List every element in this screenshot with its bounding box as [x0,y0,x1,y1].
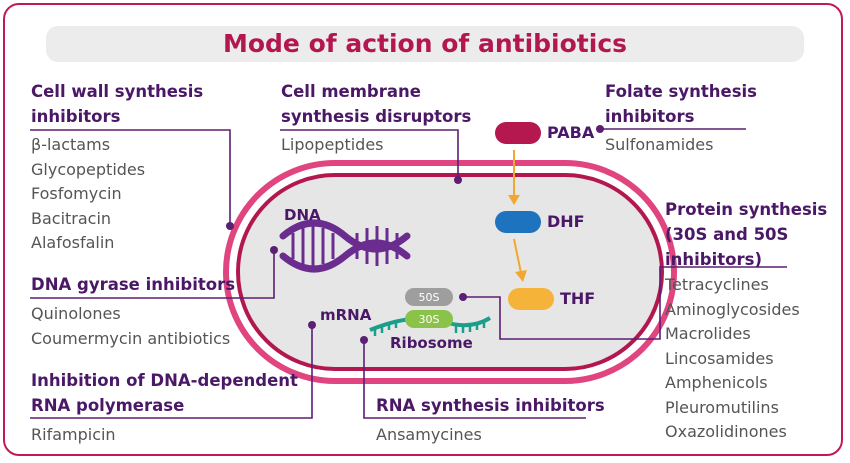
cell-membrane-list: Lipopeptides [281,133,384,158]
leader-protein [463,266,787,340]
rna-polymerase-heading: Inhibition of DNA-dependent RNA polymera… [31,368,298,418]
leader-dot-mrna [308,321,316,329]
dna-helix-icon [279,219,411,273]
heading-line: RNA polymerase [31,396,185,415]
ribosome-50s-label: 50S [419,291,440,304]
arrow-paba-to-dhf-icon [508,150,520,205]
list-item: Fosfomycin [31,184,122,203]
list-item: Pleuromutilins [665,397,779,417]
list-item: Tetracyclines [665,275,769,294]
heading-line: Cell membrane [281,82,421,101]
list-item: β-lactams [31,135,111,154]
dhf-label: DHF [547,212,585,231]
heading-line: Protein synthesis [665,200,828,219]
list-item: Amphenicols [665,373,768,392]
leader-dna-gyrase [30,250,275,299]
leader-dot-dna-gyrase [270,246,278,254]
dhf-molecule [495,211,541,233]
outer-frame [3,3,843,456]
list-item: Lipopeptides [281,135,384,154]
list-item: Lincosamides [665,348,774,368]
paba-molecule [495,122,541,144]
title-bar [46,26,804,62]
heading-line: Cell wall synthesis [31,82,204,101]
arrow-dhf-to-thf-icon [513,238,527,282]
leader-dot-folate [596,125,604,133]
heading-line: RNA synthesis inhibitors [376,396,605,415]
thf-label: THF [560,289,596,308]
leader-rna-synthesis [363,340,586,419]
heading-line: Folate synthesis [605,82,757,101]
folate-heading: Folate synthesis inhibitors [605,79,757,129]
cell-wall-heading: Cell wall synthesis inhibitors [31,79,203,129]
cell-inner-membrane [236,173,664,371]
thf-molecule [508,288,554,310]
dna-gyrase-heading: DNA gyrase inhibitors [31,272,235,297]
leader-dot-protein [459,293,467,301]
protein-synthesis-heading: Protein synthesis (30S and 50S inhibitor… [665,197,827,272]
leader-cell-wall [30,129,231,226]
list-item: Oxazolidinones [665,422,787,441]
leader-dot-cell-wall [226,222,234,230]
heading-line: inhibitors [31,107,121,126]
paba-label: PABA [547,123,595,142]
heading-line: synthesis disruptors [281,107,472,126]
leader-cell-membrane [280,129,459,180]
heading-line: inhibitors) [665,250,762,269]
list-item: Sulfonamides [605,135,714,154]
page-title: Mode of action of antibiotics [222,29,628,58]
heading-line: (30S and 50S [665,225,789,244]
list-item: Ansamycines [376,425,482,444]
list-item: Coumermycin antibiotics [31,328,231,348]
list-item: Bacitracin [31,208,112,228]
rna-polymerase-list: Rifampicin [31,423,116,448]
leader-dot-cell-membrane [454,176,462,184]
ribosome-50s-subunit [405,288,453,306]
dna-gyrase-list: Quinolones Coumermycin antibiotics [31,302,230,351]
rna-synthesis-heading: RNA synthesis inhibitors [376,393,605,418]
list-item: Alafosfalin [31,233,115,252]
heading-line: DNA gyrase inhibitors [31,275,236,294]
heading-line: Inhibition of DNA-dependent [31,371,298,390]
ribosome-30s-subunit [405,310,453,328]
cell-membrane-heading: Cell membrane synthesis disruptors [281,79,471,129]
ribosome-30s-label: 30S [419,313,440,326]
list-item: Rifampicin [31,425,116,444]
list-item: Quinolones [31,304,121,323]
heading-line: inhibitors [605,107,695,126]
rna-synthesis-list: Ansamycines [376,423,482,448]
list-item: Aminoglycosides [665,299,800,319]
folate-list: Sulfonamides [605,133,713,158]
list-item: Macrolides [665,324,751,343]
cell-outer-membrane [223,160,677,384]
ribosome-label: Ribosome [390,334,473,352]
protein-synthesis-list: Tetracyclines Aminoglycosides Macrolides… [665,273,800,445]
leader-dot-rna-synthesis [360,336,368,344]
cell-wall-list: β-lactams Glycopeptides Fosfomycin Bacit… [31,133,145,256]
dna-label: DNA [284,206,321,224]
list-item: Glycopeptides [31,159,146,179]
mrna-label: mRNA [320,306,372,324]
leader-mrna [30,325,313,419]
